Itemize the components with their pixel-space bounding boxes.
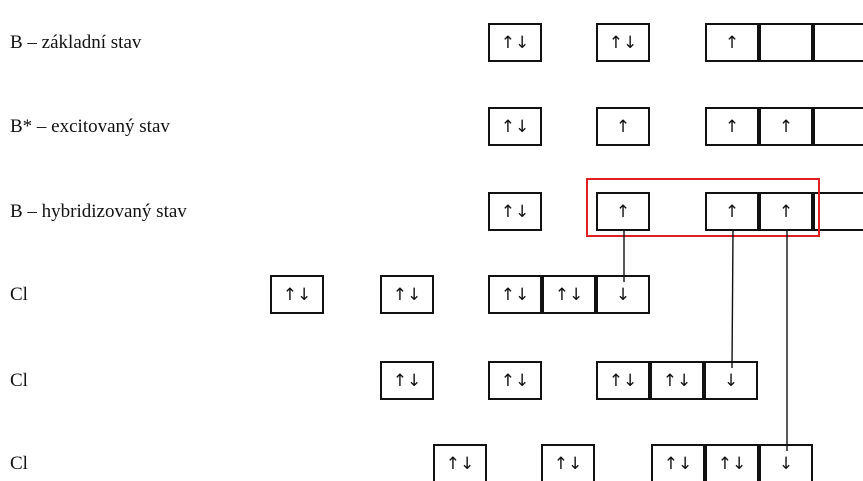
row-label: Cl <box>10 453 28 474</box>
orbital-2p-cell: ↑ <box>705 107 759 146</box>
orbital-2p-cell: ↑ <box>705 192 759 231</box>
orbital-2p-cell: ↑ <box>759 192 813 231</box>
row-label: B – základní stav <box>10 32 142 53</box>
orbital-2s-cell: ↑↓ <box>380 275 434 314</box>
orbital-2p-cell: ↓ <box>759 444 813 481</box>
orbital-2p-cell: ↓ <box>596 275 650 314</box>
orbital-2p-cell: ↑ <box>759 107 813 146</box>
orbital-2p-cell: ↑↓ <box>651 444 705 481</box>
row-label: Cl <box>10 370 28 391</box>
orbital-1s-cell: ↑↓ <box>488 107 542 146</box>
orbital-1s-cell: ↑↓ <box>433 444 487 481</box>
orbital-1s-cell: ↑↓ <box>488 192 542 231</box>
orbital-1s-cell: ↑↓ <box>380 361 434 400</box>
row-label: B* – excitovaný stav <box>10 116 170 137</box>
row-label: B – hybridizovaný stav <box>10 201 187 222</box>
bond-line <box>731 230 734 369</box>
orbital-1s-cell: ↑↓ <box>488 23 542 62</box>
orbital-2s-cell: ↑↓ <box>541 444 595 481</box>
orbital-2p-cell <box>813 107 863 146</box>
row-label: Cl <box>10 284 28 305</box>
orbital-2p-cell <box>759 23 813 62</box>
orbital-2s-cell: ↑↓ <box>488 361 542 400</box>
orbital-2s-cell: ↑ <box>596 192 650 231</box>
orbital-2p-cell: ↑↓ <box>650 361 704 400</box>
orbital-2p-cell: ↑↓ <box>705 444 759 481</box>
orbital-2s-cell: ↑ <box>596 107 650 146</box>
orbital-2p-cell: ↑↓ <box>596 361 650 400</box>
orbital-2p-cell: ↑ <box>705 23 759 62</box>
orbital-2p-cell: ↓ <box>704 361 758 400</box>
orbital-2p-cell: ↑↓ <box>542 275 596 314</box>
orbital-2s-cell: ↑↓ <box>596 23 650 62</box>
orbital-2p-cell <box>813 23 863 62</box>
orbital-2p-cell: ↑↓ <box>488 275 542 314</box>
orbital-1s-cell: ↑↓ <box>270 275 324 314</box>
orbital-2p-cell <box>813 192 863 231</box>
